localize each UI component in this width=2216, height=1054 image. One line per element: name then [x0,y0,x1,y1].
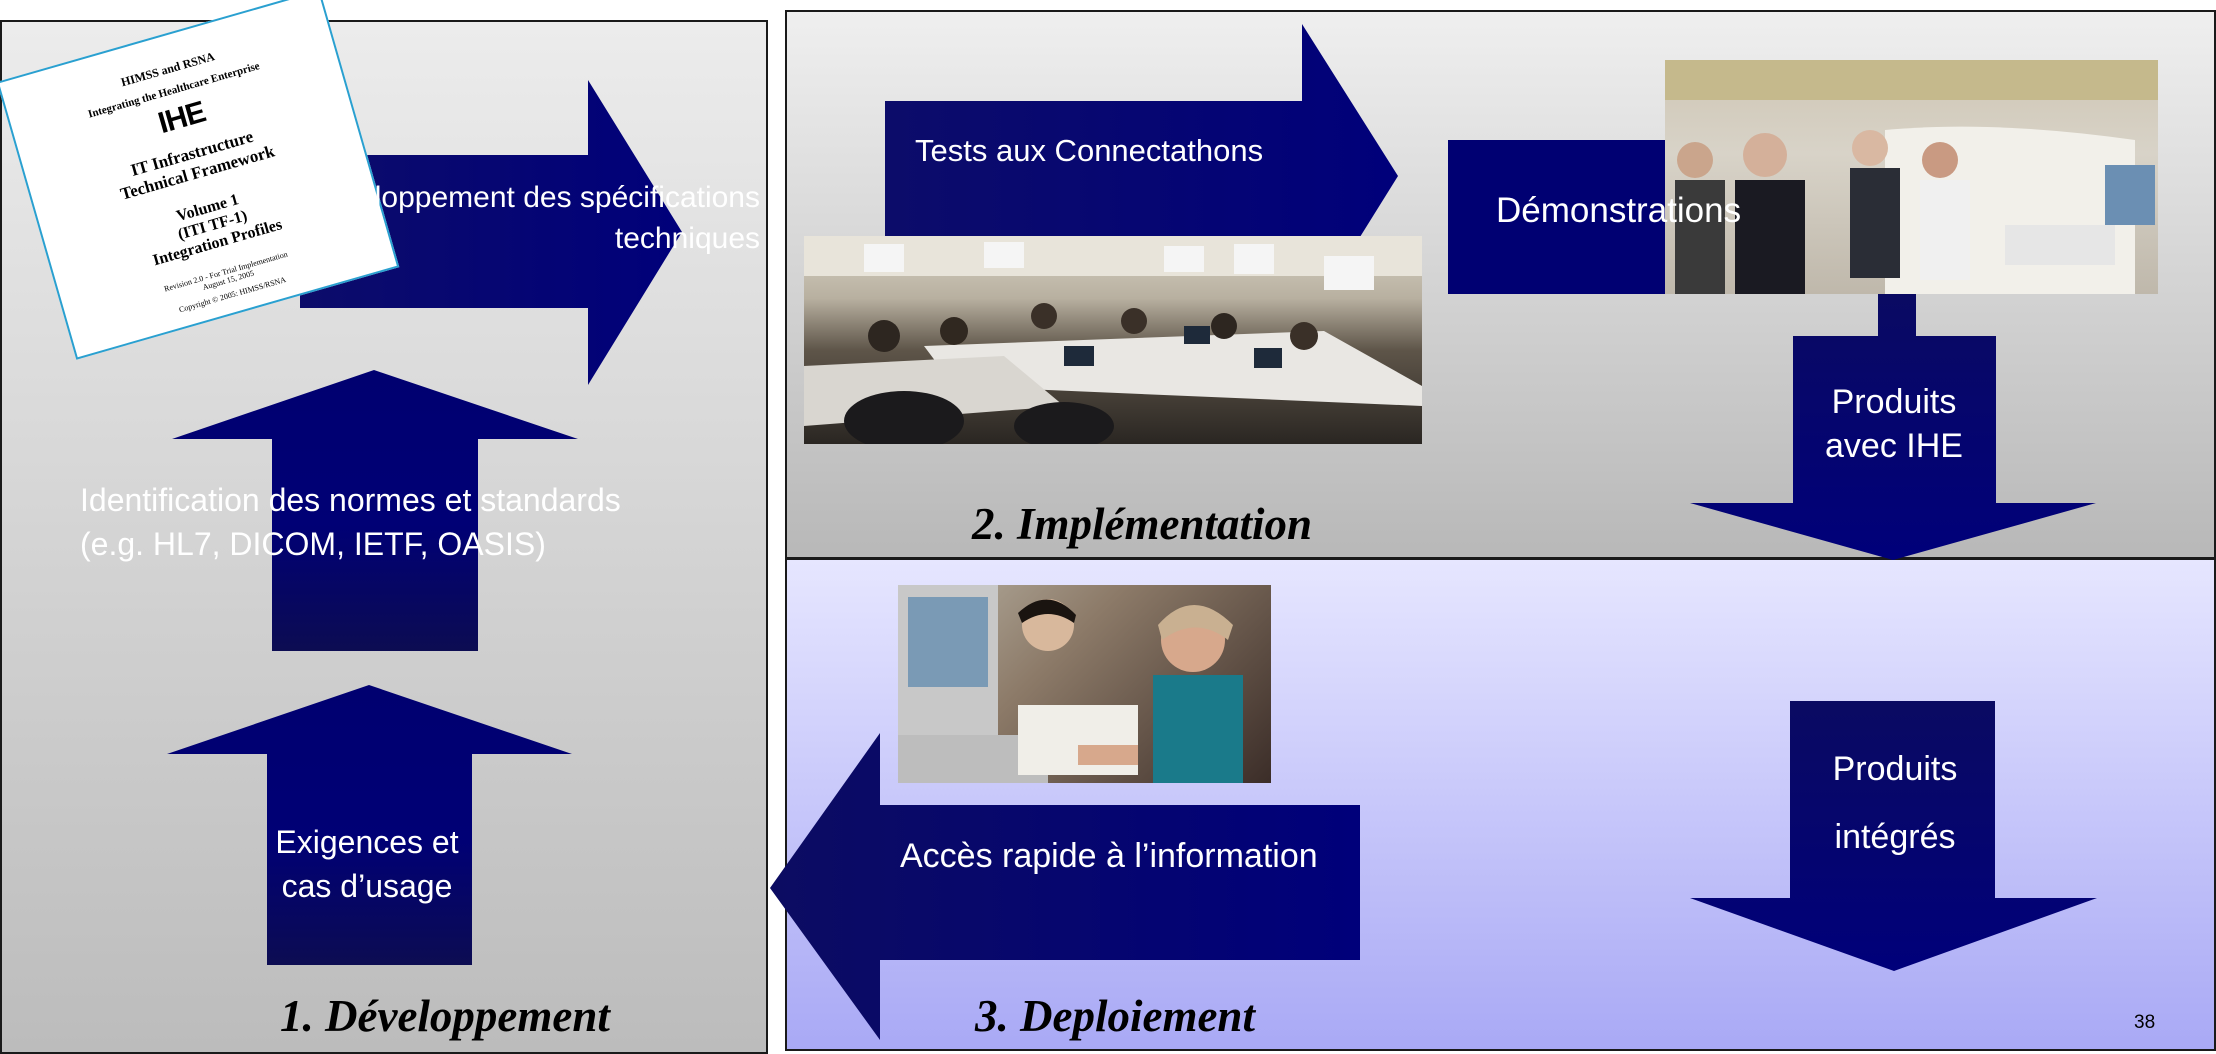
arrow-tests-shape [885,24,1398,330]
arrow-standards-shape [172,370,578,651]
implementation-title: 2. Implémentation [972,499,1313,549]
arrow-requirements-shape [167,685,572,965]
connectathon-photo-graphic [804,236,1422,444]
arrow-specs-label: Développement des spécifications techniq… [304,181,760,255]
arrow-access-label: Accès rapide à l’information [900,837,1318,875]
deployment-title: 3. Deploiement [975,991,1255,1041]
arrow-products-label: Produits avec IHE [1825,383,1963,466]
patient-access-photo [898,585,1271,783]
arrow-demos-label: Démonstrations [1496,191,1742,230]
arrow-products-shape [1690,290,2096,560]
arrow-specs-shape [300,80,682,385]
arrow-demos-shape [1448,140,1698,294]
arrow-tests-label: Tests aux Connectathons [915,133,1264,168]
demonstration-photo-graphic [1665,60,2158,294]
arrow-requirements-label: Exigences et cas d’usage [275,824,459,905]
demonstration-photo [1665,60,2158,294]
page-number: 38 [2134,1012,2156,1033]
connectathon-photo [804,236,1422,444]
arrow-integrated-shape [1690,701,2097,971]
arrow-standards-label: Identification des normes et standards (… [80,482,621,563]
arrow-integrated-label: Produits intégrés [1832,750,1958,856]
arrow-access-shape [770,733,1360,1040]
development-title: 1. Développement [280,991,610,1041]
patient-access-photo-graphic [898,585,1243,783]
